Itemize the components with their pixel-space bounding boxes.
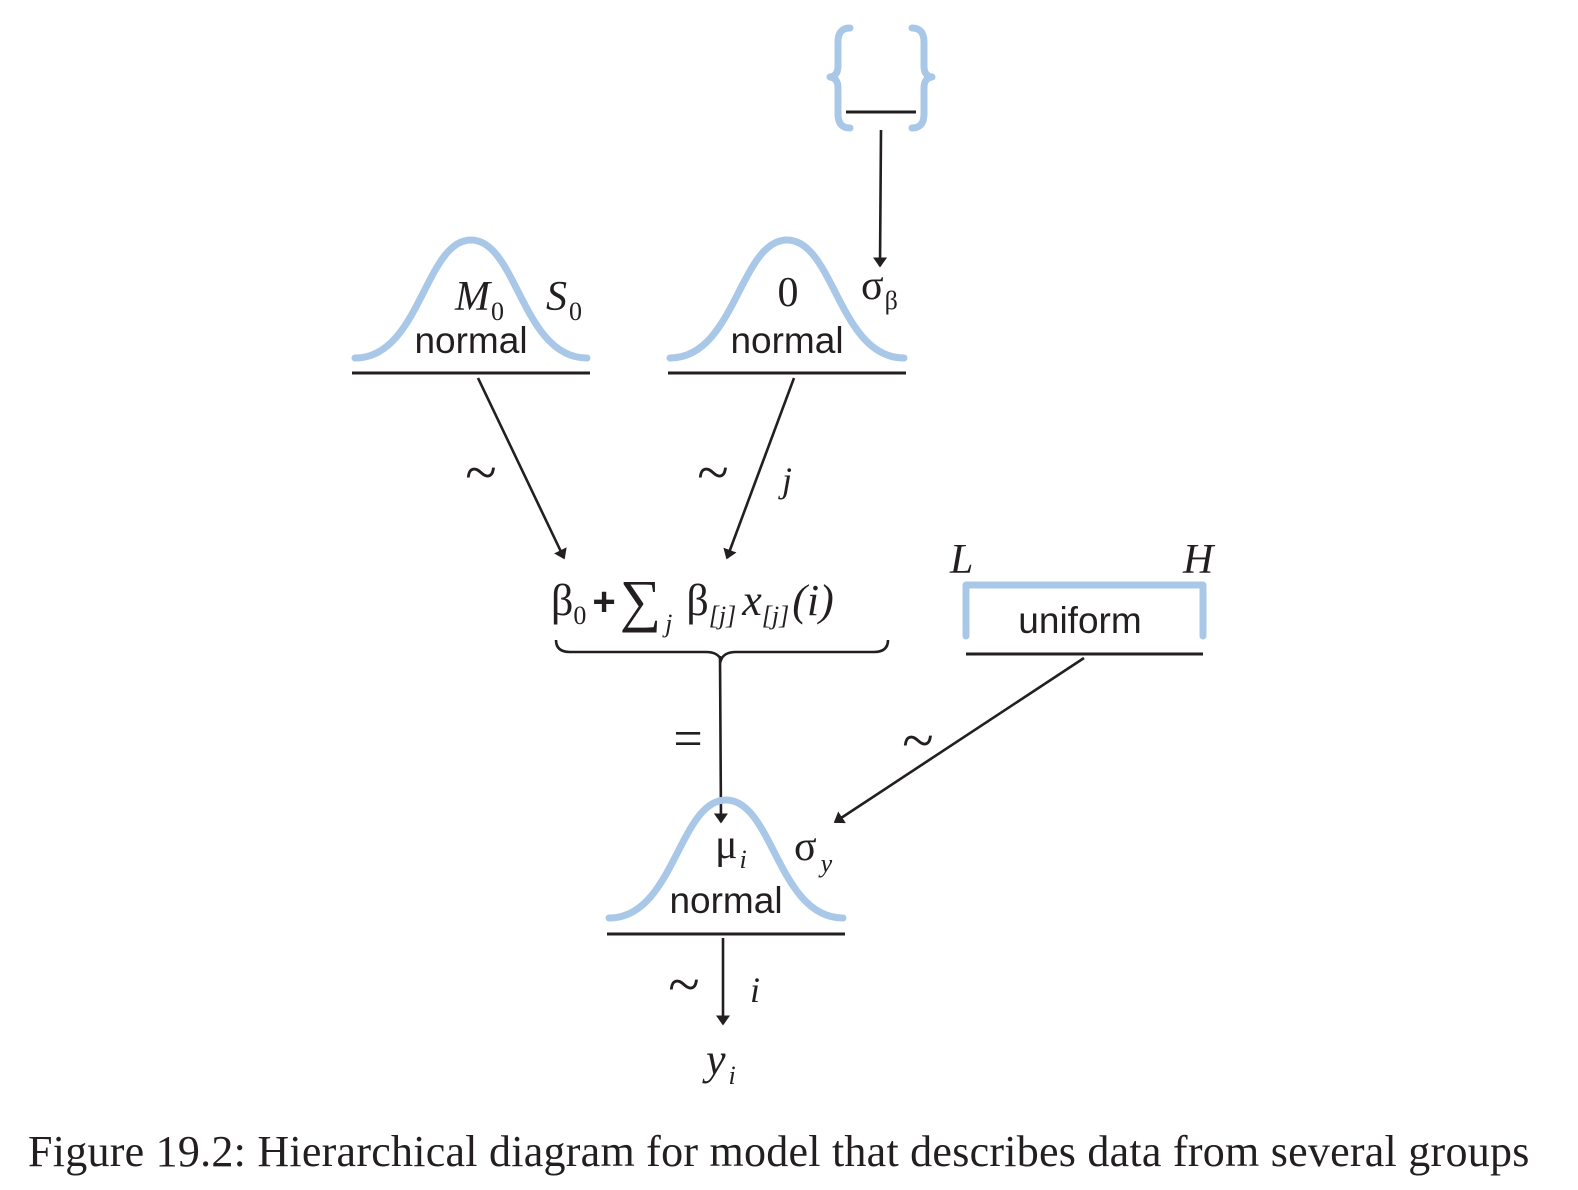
uniform-shape [962,581,1207,640]
normal-curve-shape [605,796,847,922]
right-curly-brace [908,24,936,132]
distribution-name: uniform [1018,600,1141,641]
distribution-name: normal [669,880,782,921]
distribution-name: normal [730,320,843,361]
normal-curve-shape [666,236,908,362]
param-sd-label: σβ [861,263,898,315]
high-bound-label: H [1182,537,1216,583]
arrow-beta0-prior [476,377,567,560]
underbrace [554,639,890,664]
param-mean-label: 0 [778,270,799,316]
param-mean-label: M0 [454,274,504,326]
tilde-beta0: ~ [465,440,496,505]
arrow-uniform-to-sigma-y [833,656,1085,824]
tilde-data: ~ [668,952,699,1017]
tilde-sigma-y: ~ [902,708,933,773]
low-bound-label: L [949,537,973,583]
prior-sigma-y-node: L H uniform [949,537,1216,656]
arrow-brace-to-sigma-beta [873,129,888,268]
arrow-beta-j-prior [723,377,796,560]
normal-curve-shape [351,236,591,362]
param-sd-label: S0 [546,274,582,326]
figure-caption: Figure 19.2: Hierarchical diagram for mo… [28,1127,1530,1176]
distribution-name: normal [414,320,527,361]
top-brace-node [826,24,936,132]
param-mean-label: μi [715,822,747,874]
equals-sign: = [673,711,702,768]
index-j-label: j [778,460,792,500]
left-curly-brace [826,24,854,132]
prior-beta-j-node: 0 σβ normal [666,236,908,375]
arrow-linear-predictor-to-mu [713,655,728,824]
prior-beta0-node: M0 S0 normal [351,236,591,375]
tilde-beta-j: ~ [697,440,728,505]
index-i-label: i [750,970,760,1010]
